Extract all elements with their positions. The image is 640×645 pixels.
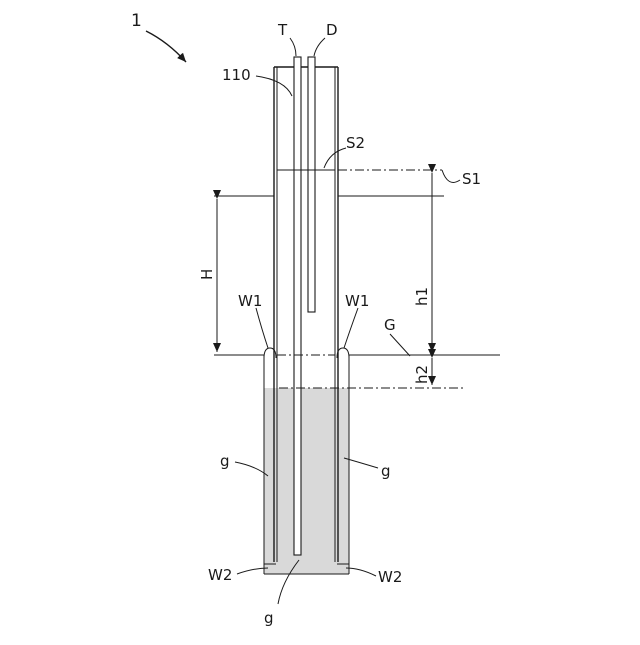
label-d: D: [326, 21, 338, 39]
label-h: H: [198, 269, 216, 280]
leader-w2-right: [346, 568, 376, 576]
leader-s1: [442, 170, 460, 182]
seal-w1-right: [337, 348, 349, 358]
label-g-bottom: g: [264, 609, 274, 627]
label-g-right: g: [381, 462, 391, 480]
figure-number-label: 1: [131, 11, 142, 31]
label-w1-left: W1: [238, 292, 262, 310]
tube-t-body: [294, 57, 301, 555]
label-w1-right: W1: [345, 292, 369, 310]
leader-g: [390, 334, 410, 356]
leader-w1-right: [344, 308, 358, 348]
label-g-left: g: [220, 452, 230, 470]
figure-number-arrow: [146, 31, 186, 62]
label-t: T: [277, 21, 288, 39]
tube-d: [308, 57, 315, 312]
label-g-ground: G: [384, 316, 396, 334]
tube-d-body: [308, 57, 315, 312]
leader-d: [314, 38, 325, 56]
label-w2-right: W2: [378, 568, 402, 586]
leader-t: [290, 38, 296, 56]
label-110: 110: [222, 66, 251, 84]
leader-g-left: [235, 462, 268, 476]
leader-w2-left: [237, 568, 268, 574]
label-h1: h1: [413, 287, 431, 306]
leader-w1-left: [256, 308, 268, 348]
label-s1: S1: [462, 170, 481, 188]
tube-t: [294, 57, 301, 555]
label-h2: h2: [413, 365, 431, 384]
label-w2-left: W2: [208, 566, 232, 584]
label-s2: S2: [346, 134, 365, 152]
